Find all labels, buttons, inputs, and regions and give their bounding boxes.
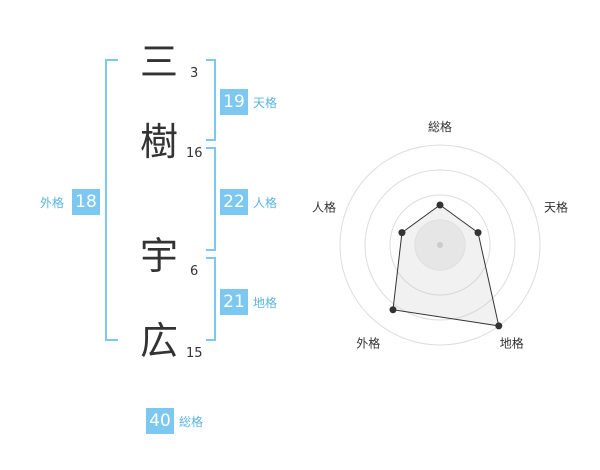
chikaku-value: 21 [220, 289, 248, 315]
chikaku-label: 地格 [253, 296, 278, 310]
jinkaku-label: 人格 [253, 196, 278, 210]
radar-point-1 [436, 201, 444, 209]
radar-point-4 [389, 306, 397, 314]
radar-grid-ring-3 [364, 169, 516, 321]
soukaku-value: 40 [146, 408, 174, 434]
name-char-3: 宇 [140, 234, 179, 278]
radar-axis-label-4: 外格 [356, 336, 380, 351]
radar-axis-label-2: 天格 [544, 199, 568, 214]
radar-axis-label-5: 人格 [312, 199, 336, 214]
jinkaku-bracket [206, 147, 216, 251]
name-char-1: 三 [140, 40, 179, 84]
radar-point-5 [398, 229, 406, 237]
radar-grid-ring-2 [389, 194, 491, 296]
radar-grid-ring-4 [339, 144, 541, 346]
gaikaku-label: 外格 [40, 196, 65, 210]
soukaku-label: 総格 [179, 415, 204, 429]
name-char-4: 広 [140, 319, 179, 363]
tenkaku-bracket [206, 59, 216, 141]
radar-center-dot [437, 242, 443, 248]
radar-axis-label-3: 地格 [500, 336, 524, 351]
stroke-count-4: 15 [186, 346, 203, 361]
stroke-count-2: 16 [186, 146, 203, 161]
jinkaku-value: 22 [220, 189, 248, 215]
gaikaku-value: 18 [72, 189, 100, 215]
chikaku-bracket [206, 257, 216, 341]
tenkaku-value: 19 [220, 89, 248, 115]
radar-data-polygon [392, 204, 500, 327]
gaikaku-bracket [105, 59, 118, 341]
tenkaku-label: 天格 [253, 96, 278, 110]
stroke-count-1: 3 [190, 66, 199, 81]
radar-point-2 [474, 229, 482, 237]
stroke-count-3: 6 [190, 264, 199, 279]
name-char-2: 樹 [140, 120, 179, 164]
radar-point-3 [495, 322, 503, 330]
radar-axis-label-1: 総格 [428, 119, 452, 134]
